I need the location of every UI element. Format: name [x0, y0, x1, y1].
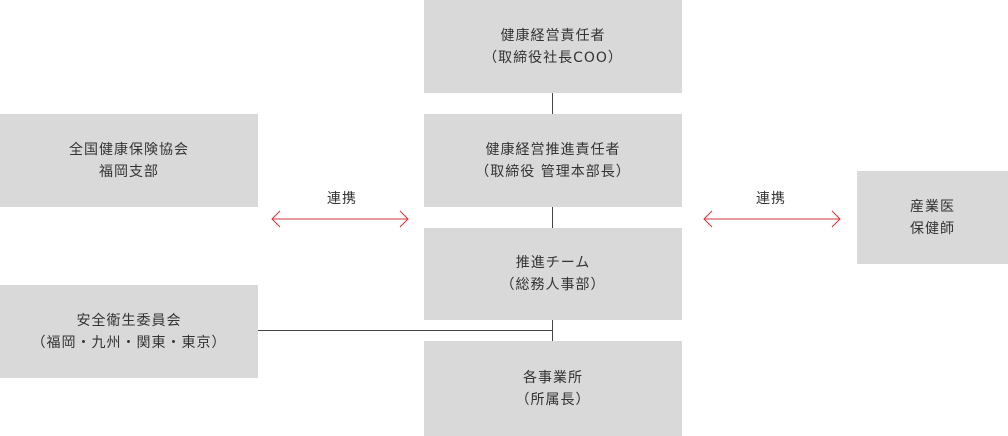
business-offices-title: 各事業所: [523, 369, 583, 386]
safety-committee-box: 安全衛生委員会 （福岡・九州・関東・東京）: [0, 285, 258, 378]
promotion-team-box: 推進チーム （総務人事部）: [424, 228, 682, 320]
safety-committee-title: 安全衛生委員会: [76, 312, 182, 329]
health-officer-box: 健康経営責任者 （取締役社長COO）: [424, 0, 682, 93]
kyokai-fukuoka-title: 全国健康保険協会: [69, 141, 189, 158]
safety-committee-locations: （福岡・九州・関東・東京）: [31, 334, 227, 351]
health-officer-title: 健康経営責任者: [500, 27, 606, 44]
business-offices-role: （所属長）: [515, 391, 591, 408]
health-officer-role: （取締役社長COO）: [483, 49, 623, 66]
kyokai-fukuoka-box: 全国健康保険協会 福岡支部: [0, 114, 258, 207]
business-offices-box: 各事業所 （所属長）: [424, 341, 682, 436]
promotion-team-title: 推進チーム: [515, 255, 591, 271]
right-double-arrow: [703, 210, 841, 228]
public-health-nurse-label: 保健師: [910, 220, 955, 237]
occupational-physician-label: 産業医: [910, 198, 955, 215]
promotion-officer-box: 健康経営推進責任者 （取締役 管理本部長）: [424, 114, 682, 207]
left-link-label: 連携: [327, 191, 357, 207]
promotion-officer-title: 健康経営推進責任者: [485, 141, 621, 158]
occupational-health-box: 産業医 保健師: [857, 171, 1008, 264]
left-double-arrow: [271, 210, 409, 228]
kyokai-fukuoka-branch: 福岡支部: [99, 163, 159, 180]
connector-promotion-to-team: [552, 207, 553, 228]
connector-committee-to-spine: [258, 330, 553, 331]
right-link-label: 連携: [756, 191, 786, 207]
promotion-team-dept: （総務人事部）: [500, 277, 606, 293]
promotion-officer-role: （取締役 管理本部長）: [475, 163, 631, 180]
connector-officer-to-promotion: [552, 93, 553, 114]
